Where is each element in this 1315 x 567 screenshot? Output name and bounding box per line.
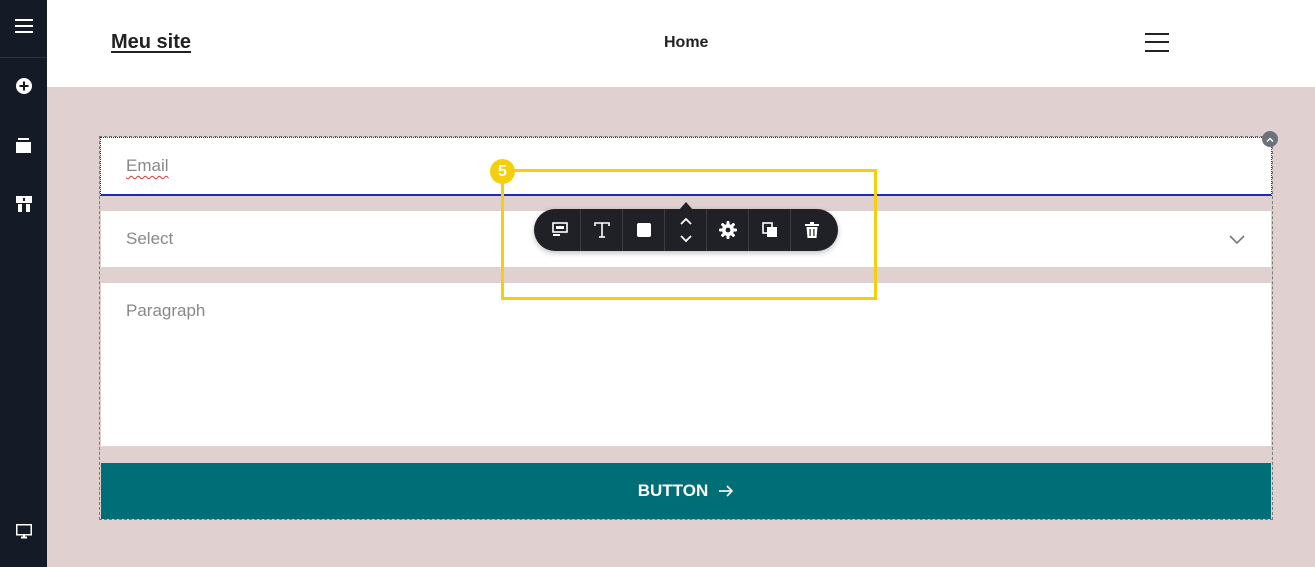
step-badge: 5 (490, 159, 515, 184)
add-element-button[interactable] (0, 68, 47, 104)
layout-icon (551, 222, 568, 236)
duplicate-button[interactable] (749, 209, 791, 251)
form-block[interactable]: Email Select Paragraph BUTTON (99, 136, 1273, 520)
settings-button[interactable] (707, 209, 749, 251)
layout-button[interactable] (539, 209, 581, 251)
editor-sidebar (0, 0, 47, 567)
add-icon (15, 78, 32, 94)
background-button[interactable] (623, 209, 665, 251)
email-placeholder: Email (126, 156, 169, 175)
settings-icon (718, 221, 737, 239)
site-title[interactable]: Meu site (111, 31, 192, 53)
toolbar-caret (679, 202, 693, 210)
paragraph-placeholder: Paragraph (126, 301, 206, 320)
sidebar-divider (0, 57, 47, 58)
arrow-right-icon (719, 485, 734, 497)
submit-button[interactable]: BUTTON (101, 463, 1271, 519)
email-field[interactable]: Email (100, 137, 1272, 196)
select-placeholder: Select (126, 229, 174, 248)
text-style-button[interactable] (581, 209, 623, 251)
chevron-up-icon (1266, 137, 1274, 142)
element-toolbar (534, 209, 838, 251)
background-icon (636, 223, 651, 237)
move-up-down-icon (679, 217, 692, 243)
hamburger-menu-icon[interactable] (1145, 33, 1169, 52)
menu-button[interactable] (0, 8, 47, 44)
collapse-toggle[interactable] (1262, 131, 1278, 147)
menu-icon (14, 19, 33, 33)
text-icon (593, 222, 610, 238)
chevron-down-icon (1229, 234, 1245, 244)
delete-button[interactable] (791, 209, 833, 251)
layers-button[interactable] (0, 186, 47, 222)
nav-link-home[interactable]: Home (664, 34, 709, 51)
pages-icon (16, 137, 31, 153)
pages-button[interactable] (0, 127, 47, 163)
layers-icon (15, 196, 32, 212)
paragraph-field[interactable]: Paragraph (101, 283, 1271, 446)
move-button[interactable] (665, 209, 707, 251)
submit-button-label: BUTTON (637, 481, 709, 500)
duplicate-icon (761, 222, 777, 237)
site-header: Meu site Home (47, 0, 1315, 87)
desktop-preview-button[interactable] (0, 513, 47, 549)
delete-icon (805, 222, 819, 238)
desktop-preview-icon (15, 523, 32, 538)
